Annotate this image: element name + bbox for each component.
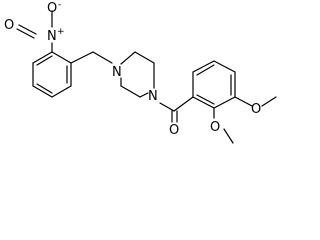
bond-ring2-e bbox=[213, 96, 236, 109]
bond-methoxy-o1-ch3 bbox=[261, 96, 277, 107]
nitro-charge-plus: + bbox=[57, 27, 65, 37]
methoxy-o2-label: O bbox=[210, 120, 220, 135]
bond-ring2-inner-3 bbox=[196, 94, 215, 105]
bond-ring2-f bbox=[192, 96, 215, 109]
bond-nitro-o1-n-double-2 bbox=[18, 24, 37, 35]
piperazine-n2-label: N bbox=[148, 89, 158, 104]
bond-ring2-c bbox=[213, 60, 236, 73]
bond-nitro-o1-n-double bbox=[16, 28, 35, 39]
bond-ring1-c bbox=[51, 85, 72, 98]
bond-pip-f bbox=[139, 92, 149, 98]
bonds bbox=[16, 10, 277, 144]
methoxy-o1-label: O bbox=[251, 102, 261, 117]
bond-pip-b bbox=[134, 51, 155, 64]
bond-ring2-b bbox=[192, 60, 215, 73]
bond-methoxy-o2-ch3 bbox=[223, 128, 234, 144]
chemical-structure-diagram: O N + O - N N O O O bbox=[4, 0, 277, 144]
bond-ring2-inner-1 bbox=[196, 64, 215, 76]
piperazine-n1-label: N bbox=[112, 65, 122, 80]
bond-ring1-a bbox=[51, 51, 72, 64]
bond-pip-a bbox=[120, 51, 136, 65]
carbonyl-o-label: O bbox=[169, 123, 179, 138]
bond-ring1-inner-3 bbox=[36, 55, 53, 66]
bond-ring1-ch2 bbox=[70, 51, 94, 64]
bond-carbonyl-ring2 bbox=[173, 96, 194, 112]
atom-labels: O N + O - N N O O O bbox=[4, 0, 261, 138]
bond-ring1-inner-2 bbox=[36, 83, 53, 94]
bond-ring1-d bbox=[32, 85, 53, 98]
nitro-charge-minus: - bbox=[58, 0, 61, 10]
nitro-o2-label: O bbox=[47, 1, 57, 16]
nitro-o1-label: O bbox=[4, 18, 14, 33]
bond-ch2-pip-n1 bbox=[92, 51, 113, 64]
nitro-n-label: N bbox=[47, 29, 57, 44]
bond-ring1-f bbox=[32, 51, 53, 64]
bond-pip-n2-carbonyl bbox=[159, 102, 175, 112]
bond-pip-e bbox=[120, 85, 141, 98]
bond-ring2-methoxy-o1 bbox=[234, 96, 253, 107]
